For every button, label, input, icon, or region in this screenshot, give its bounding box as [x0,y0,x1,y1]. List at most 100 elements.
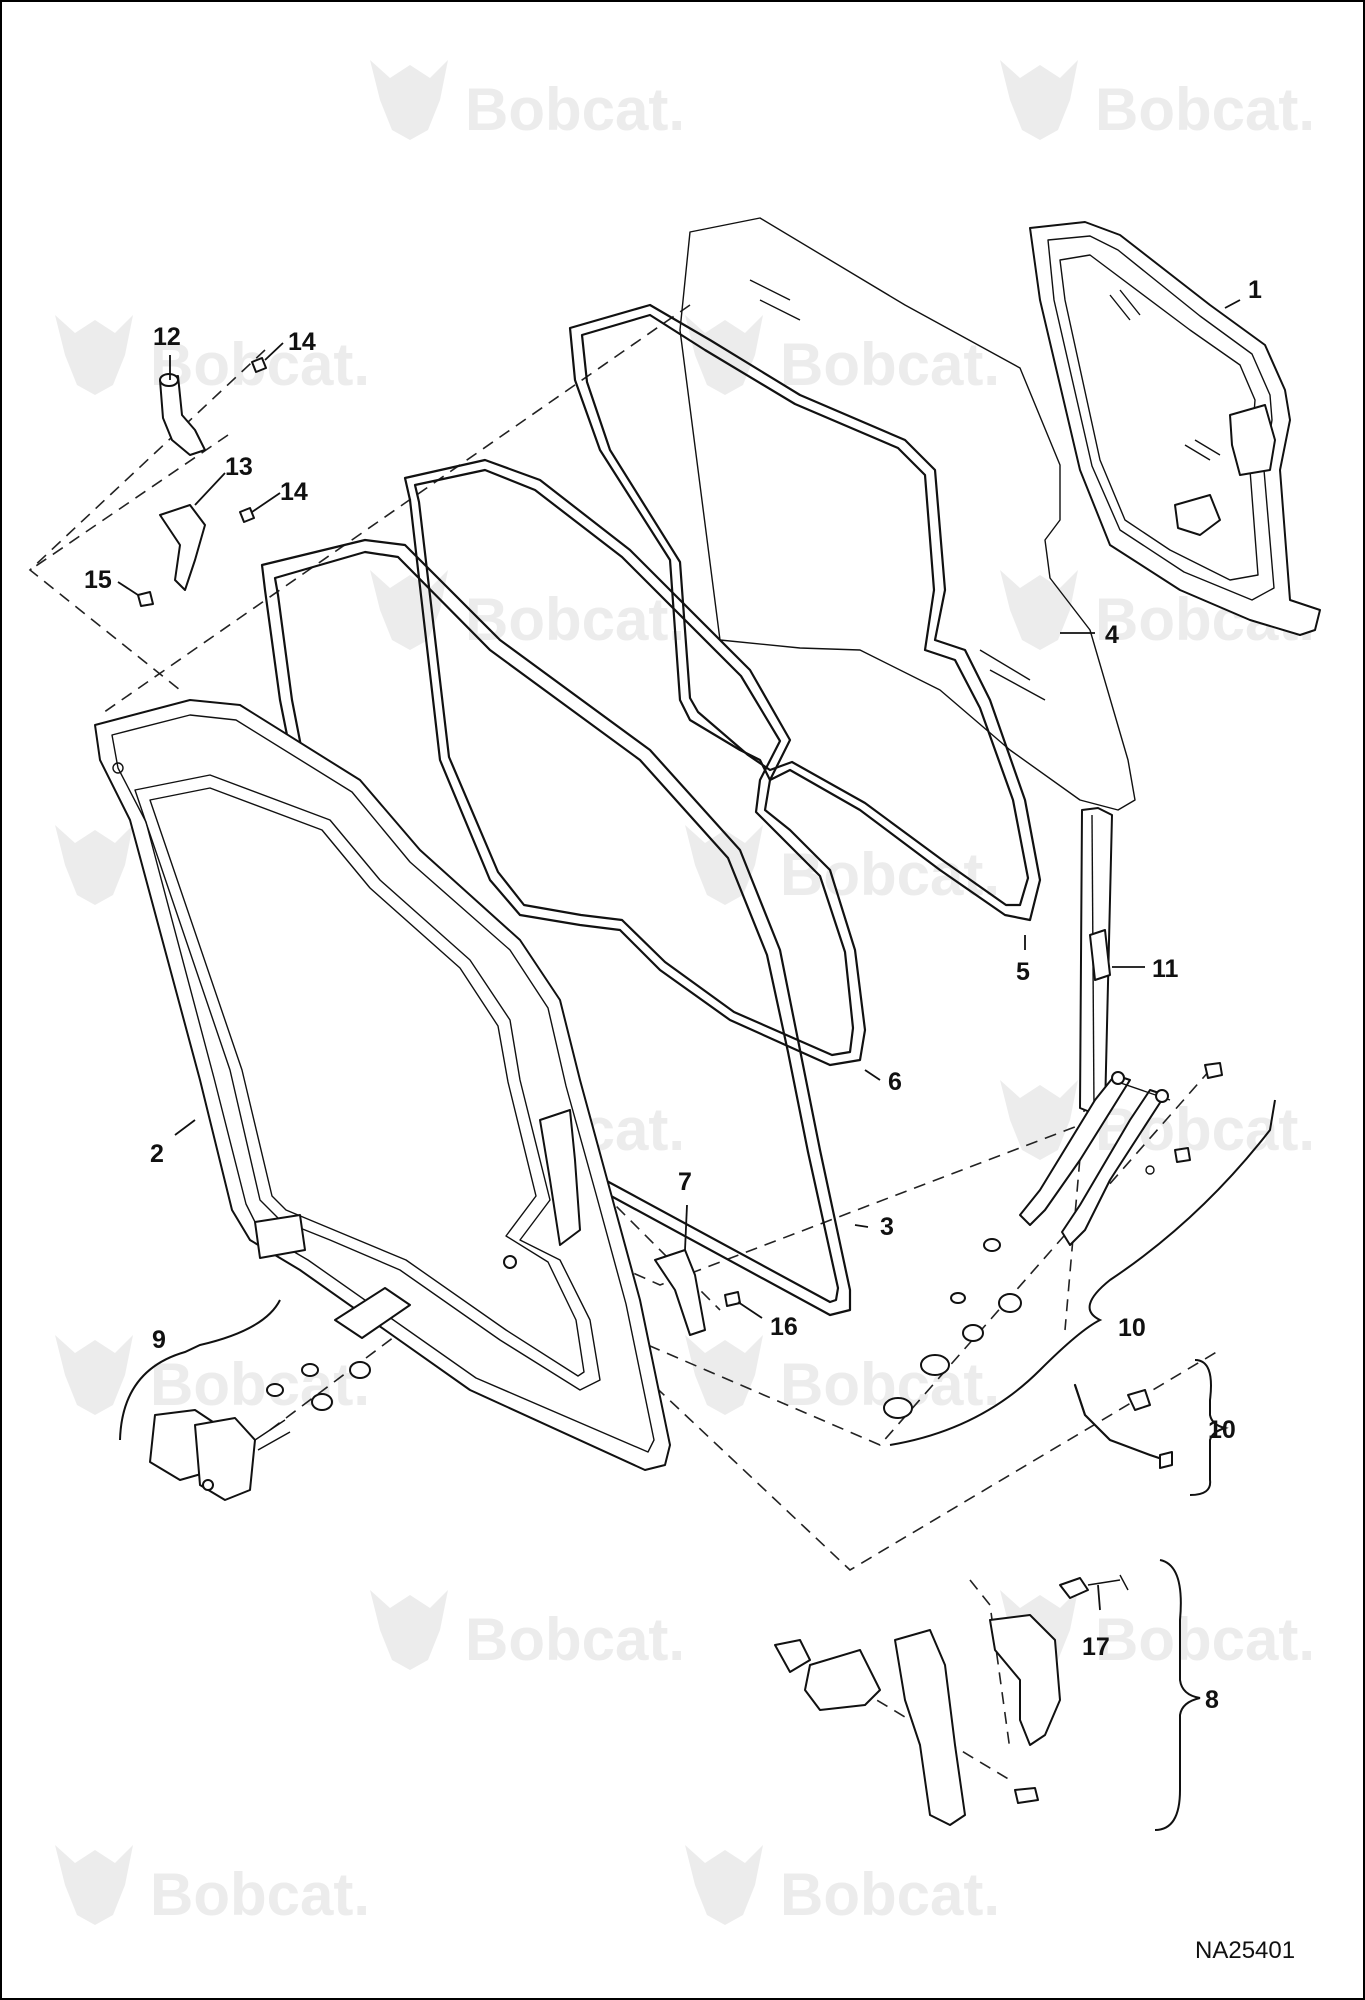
nut [920,1354,950,1376]
bobcat-watermark: Bobcat. [55,1845,370,1928]
part-9-wiper-motor [149,1287,411,1501]
callout-5: 5 [1016,958,1030,986]
dashed-line-latch-bolt [969,1579,1011,1751]
washer [349,1361,371,1379]
bobcat-logo-icon [370,570,448,650]
part-6-glass-seal-inner [413,468,855,1057]
bobcat-watermark: Bobcat. [1000,60,1315,143]
callout-9: 9 [152,1326,166,1354]
bobcat-logo-icon [370,60,448,140]
bobcat-logo-icon [685,1845,763,1925]
latch-handle [989,1614,1061,1746]
part-10-wiper-harness [1073,1383,1173,1469]
part-15-hinge-nut [137,591,154,607]
bobcat-logo-icon [685,825,763,905]
washer [311,1393,333,1411]
part-5-door-seal-inner [580,313,1030,907]
callout-8: 8 [1205,1686,1219,1714]
part-2-hinge-hole [112,762,124,774]
part-2-door-frame-window-inner [149,787,585,1377]
part-2-door-frame [94,699,671,1471]
part-8-latch-assembly [774,1574,1129,1826]
bobcat-logo-icon [1000,60,1078,140]
brace-part-10-harness [1189,1359,1229,1496]
callout-1: 1 [1248,276,1262,304]
callout-13: 13 [225,453,253,481]
bobcat-watermark: Bobcat. [370,570,685,653]
part-1-latch [1229,404,1276,476]
watermark-text: Bobcat. [465,586,685,653]
leader-lines [117,299,1241,1611]
callout-6: 6 [888,1068,902,1096]
glass-reflection-lines [749,279,1046,701]
callout-11: 11 [1152,955,1179,983]
brace-part-8 [1154,1559,1201,1831]
part-17-key [1059,1577,1089,1599]
latch-lever [774,1639,811,1673]
bobcat-watermark: Bobcat. [55,315,370,398]
watermark-text: Bobcat. [780,331,1000,398]
bobcat-logo-icon [55,315,133,395]
dashed-line-motor-shaft [269,1248,1221,1571]
latch-bolt [1014,1787,1039,1804]
washer [266,1383,284,1397]
nut [503,1255,517,1269]
bobcat-watermark: Bobcat. [685,1335,1000,1418]
part-9-motor-mount-plate [334,1287,411,1339]
callout-10-harness: 10 [1208,1416,1236,1444]
part-16-screw [724,1291,741,1307]
callout-14-bottom: 14 [280,478,308,506]
brace-part-10-arms [889,1099,1276,1446]
part-1-handle [1174,494,1221,536]
callout-14-top: 14 [288,328,316,356]
bobcat-logo-icon [55,1845,133,1925]
washer [950,1292,966,1304]
washer [962,1324,984,1342]
washer [301,1363,319,1377]
watermark-text: Bobcat. [465,76,685,143]
part-2-latch-plate [539,1109,581,1246]
part-2-handle-pocket [254,1214,306,1259]
washer [983,1238,1001,1252]
bobcat-watermark: Bobcat. [685,315,1000,398]
part-2-door-frame-edge [111,714,655,1453]
watermark-text: Bobcat. [1095,76,1315,143]
bobcat-logo-icon [685,1335,763,1415]
callout-15: 15 [84,566,112,594]
bobcat-watermark: Bobcat. [370,1590,685,1673]
watermark-text: Bobcat. [780,1861,1000,1928]
part-12-hinge-pin [159,375,206,456]
bobcat-logo-icon [55,1335,133,1415]
callout-3: 3 [880,1213,894,1241]
callout-labels: 1 2 3 4 5 6 7 8 9 10 10 11 12 13 14 14 1… [84,276,1262,1714]
watermark-text: Bobcat. [150,1861,370,1928]
callout-7: 7 [678,1168,692,1196]
part-14-hinge-bolt-bottom [239,507,255,523]
shaft-hardware [266,1238,1022,1419]
watermark-text: Bobcat. [780,841,1000,908]
part-13-hinge-bracket [159,504,206,591]
hinge-parts [137,357,267,607]
part-5-door-seal [568,303,1042,922]
bobcat-logo-icon [370,1590,448,1670]
part-11-wiper-blade [1079,807,1113,1113]
bobcat-watermark: Bobcat. [685,1845,1000,1928]
part-1-door-assembly [1029,221,1321,636]
callout-17: 17 [1082,1633,1110,1661]
bobcat-logo-icon [1000,570,1078,650]
watermark-text: Bobcat. [465,1606,685,1673]
part-4-door-glass [679,217,1136,811]
latch-mechanism [804,1649,881,1711]
dashed-line-hinge-to-door-top [28,349,266,691]
bobcat-logo-icon [685,315,763,395]
watermark-text: Bobcat. [1095,1606,1315,1673]
callout-16: 16 [770,1313,798,1341]
part-10-wiper-arm-assembly [1019,1062,1223,1246]
callout-4: 4 [1105,621,1119,649]
seal-washer [883,1397,913,1419]
bobcat-logo-icon [55,825,133,905]
callout-2: 2 [150,1140,164,1168]
bobcat-logo-icon [1000,1080,1078,1160]
